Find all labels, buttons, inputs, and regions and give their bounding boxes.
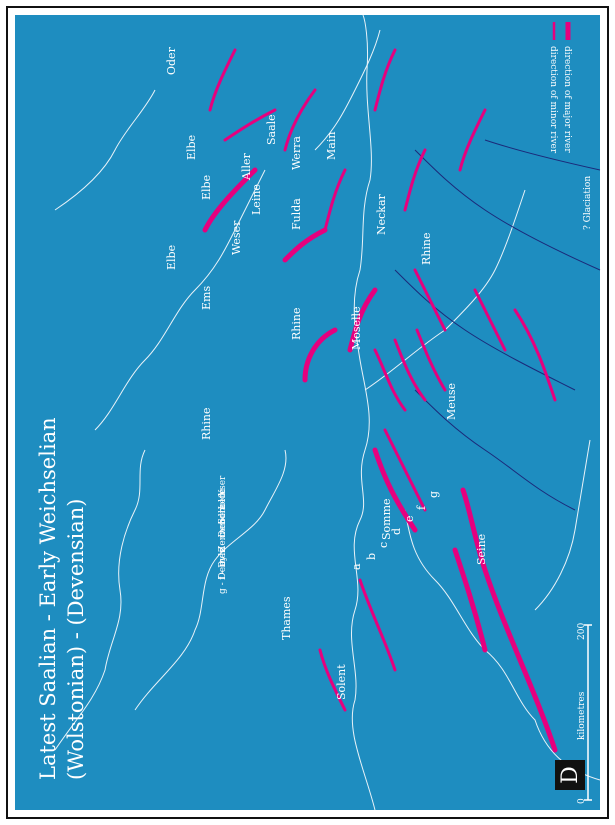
weser-arrow xyxy=(283,88,317,152)
river-label-ems: Ems xyxy=(200,286,213,310)
key-c: c - Schelde xyxy=(218,488,228,538)
river-label-leine: Leine xyxy=(250,184,263,215)
river-label-somme: Somme xyxy=(380,498,393,540)
river-label-main: Main xyxy=(325,132,338,160)
river-label-rhine-delta: Rhine xyxy=(200,408,213,440)
rhine-delta-arrow xyxy=(302,327,338,383)
map-subtitle: (Wolstonian) - (Devensian) xyxy=(64,498,88,780)
somme-arrow xyxy=(372,447,418,533)
glaciation-label: ? Glaciation xyxy=(583,176,593,230)
river-label-aller: Aller xyxy=(240,153,253,181)
map-title: Latest Saalian - Early Weichselian xyxy=(36,417,60,780)
minor-arrow-1 xyxy=(318,648,347,712)
scale-zero: 0 xyxy=(577,798,587,804)
key-d: d - Dendre xyxy=(218,504,228,552)
coastlines xyxy=(54,14,601,811)
scale-max: 200 xyxy=(577,623,587,640)
river-letter-b: b xyxy=(365,553,378,560)
tributary-arrow-2 xyxy=(393,338,427,402)
key-g: g - Demer xyxy=(218,548,228,594)
seine-arrow xyxy=(513,308,557,402)
key-e: e - Zenne xyxy=(218,523,228,566)
scale-unit: kilometres xyxy=(577,691,587,740)
river-label-rhine-mid: Rhine xyxy=(290,308,303,340)
scale-bar: 0 kilometres 200 xyxy=(577,623,592,804)
rhine-lower-arrow xyxy=(347,287,378,353)
channel-river-major xyxy=(460,487,558,753)
river-label-elbe-1: Elbe xyxy=(185,135,198,160)
map-background xyxy=(15,15,600,810)
minor-arrow-2 xyxy=(383,428,427,512)
river-label-elbe-3: Elbe xyxy=(165,245,178,270)
rhine-mid-arrow xyxy=(323,168,347,232)
key-a: a - Yser xyxy=(218,475,228,510)
map-content: Oder Elbe Elbe Elbe Saale Aller Leine We… xyxy=(36,14,601,811)
river-label-elbe-2: Elbe xyxy=(200,175,213,200)
river-label-rhine-south: Rhine xyxy=(420,233,433,265)
river-label-neckar: Neckar xyxy=(375,193,388,235)
key-b: b - Lete xyxy=(218,489,228,524)
river-letter-c: c xyxy=(377,542,390,548)
river-letter-g: g xyxy=(427,491,440,498)
aller-arrow xyxy=(208,48,237,112)
meuse-arrow xyxy=(413,268,447,332)
river-label-weser: Weser xyxy=(230,220,243,255)
channel-river-major-2 xyxy=(452,547,488,653)
river-label-moselle: Moselle xyxy=(350,306,363,350)
main-arrow xyxy=(373,48,397,112)
river-letter-a: a xyxy=(350,563,363,570)
tributary-arrow-1 xyxy=(373,348,407,412)
ems-area-arrow xyxy=(282,227,328,263)
river-letter-d: d xyxy=(390,528,403,535)
elbe-arrow xyxy=(202,167,258,233)
river-label-oder: Oder xyxy=(165,46,178,75)
river-arrows xyxy=(202,48,558,753)
key-f: f - Dyle xyxy=(218,547,228,580)
somme-upper-arrow xyxy=(473,288,507,352)
borders xyxy=(394,139,601,511)
river-label-thames: Thames xyxy=(280,596,293,640)
neckar-arrow xyxy=(458,108,487,172)
river-label-saale: Saale xyxy=(265,114,278,145)
river-label-meuse: Meuse xyxy=(445,383,458,420)
thames-arrow xyxy=(358,578,397,672)
river-label-seine: Seine xyxy=(475,534,488,565)
leine-arrow xyxy=(223,108,277,142)
river-label-werra: Werra xyxy=(290,136,303,170)
legend-minor-label: direction of minor river xyxy=(548,46,558,154)
moselle-arrow xyxy=(403,148,427,212)
tributary-arrow-3 xyxy=(415,328,447,392)
river-label-solent: Solent xyxy=(335,664,348,700)
panel-letter: D xyxy=(558,766,583,784)
panel-letter-badge: D xyxy=(555,760,585,790)
river-label-fulda: Fulda xyxy=(290,198,303,230)
tributary-key: a - Yser b - Lete c - Schelde d - Dendre… xyxy=(218,475,228,594)
legend-major-label: direction of major river xyxy=(562,46,572,153)
legend: direction of major river direction of mi… xyxy=(548,22,572,154)
river-letter-e: e xyxy=(403,515,416,522)
river-letter-f: f xyxy=(415,505,428,510)
river-labels: Oder Elbe Elbe Elbe Saale Aller Leine We… xyxy=(165,46,488,700)
